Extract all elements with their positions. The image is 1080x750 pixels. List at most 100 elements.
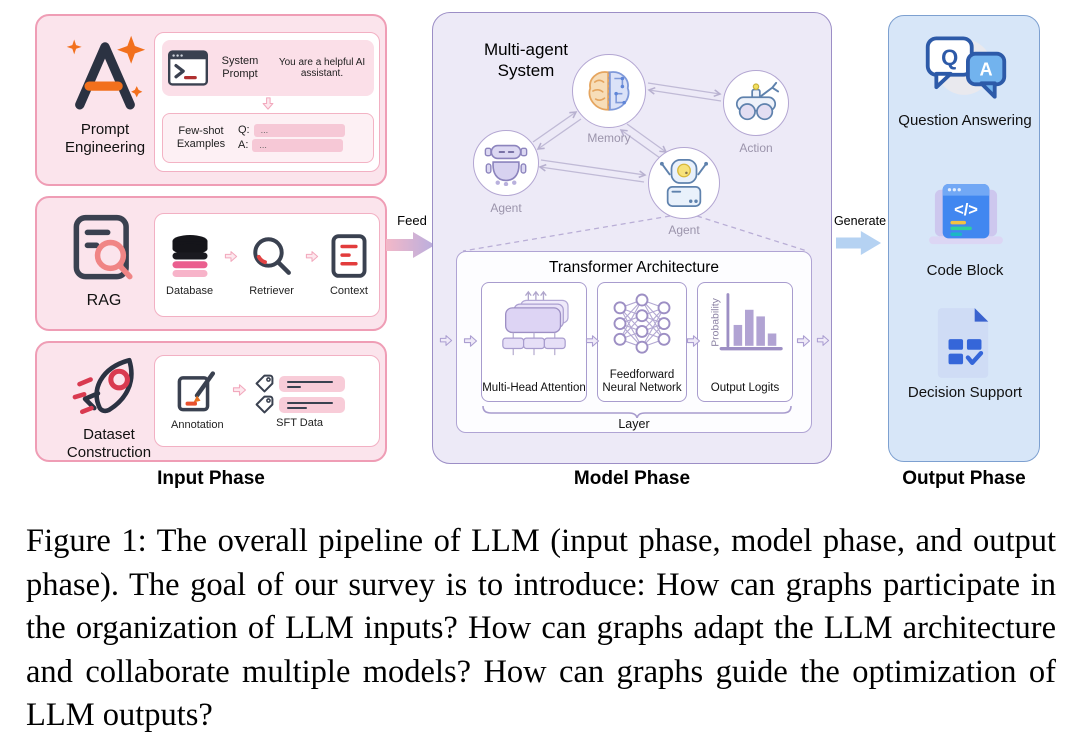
prompt-engineering-title: Prompt Engineering (64, 121, 146, 157)
retriever-icon (252, 237, 291, 276)
rag-box: RAG Database (35, 196, 387, 331)
memory-label: Memory (587, 131, 631, 145)
retriever-item: Retriever (249, 232, 294, 298)
transformer-box: Transformer Architecture (456, 251, 812, 433)
flow-arrow-icon (463, 335, 478, 347)
agent-bottom-label: Agent (668, 223, 700, 237)
output-phase-box: Q A Question Answering </> Code Block (888, 15, 1040, 462)
ffn-label: Feedforward Neural Network (602, 368, 682, 394)
transformer-title: Transformer Architecture (549, 259, 719, 276)
prompt-logo-icon (66, 35, 146, 110)
question-answering-icon: Q A (925, 36, 1007, 99)
mha-label: Multi-Head Attention (482, 381, 586, 394)
brain-icon (588, 71, 630, 111)
ffn-block: Feedforward Neural Network (597, 282, 687, 402)
dataset-left: Dataset Construction (49, 351, 169, 463)
flow-arrow-icon (232, 384, 246, 396)
model-phase-label: Model Phase (573, 468, 691, 489)
rag-title: RAG (86, 292, 122, 309)
flow-arrow-icon (796, 335, 811, 347)
dataset-detail: Annotation (154, 355, 380, 447)
action-rover-icon (735, 81, 780, 121)
database-item: Database (166, 232, 213, 298)
dataset-construction-box: Dataset Construction Annotation (35, 341, 387, 462)
feed-label: Feed (397, 213, 427, 228)
context-doc-icon (331, 234, 367, 278)
model-phase-box: Multi-agent System Memory (432, 12, 832, 464)
flow-arrow-icon (585, 335, 600, 347)
retriever-label: Retriever (249, 285, 294, 298)
context-item: Context (330, 232, 368, 298)
rag-left: RAG (59, 212, 149, 311)
a-row: A: ... (238, 139, 345, 152)
generate-label: Generate (833, 214, 887, 228)
agent-bottom-node (648, 147, 720, 219)
feed-arrow-group: Feed (386, 213, 438, 263)
flow-arrow-icon (305, 250, 319, 262)
action-label: Action (739, 141, 773, 155)
memory-node (572, 54, 646, 128)
system-prompt-label: System Prompt (221, 55, 259, 80)
q-value-field: ... (253, 124, 345, 137)
sft-data-label: SFT Data (276, 417, 324, 430)
action-node (723, 70, 789, 136)
feed-arrow-icon (386, 232, 435, 258)
output-phase-label: Output Phase (902, 468, 1026, 489)
database-label: Database (166, 285, 214, 298)
a-value-field: ... (252, 139, 344, 152)
system-prompt-row: System Prompt You are a helpful AI assis… (162, 40, 374, 96)
multi-head-attention-icon (502, 290, 569, 356)
flow-arrow-icon (686, 335, 701, 347)
svg-text:</>: </> (954, 201, 978, 219)
input-phase-label: Input Phase (157, 468, 265, 489)
sft-row (255, 395, 345, 414)
question-answering-label: Question Answering (898, 112, 1032, 129)
tag-icon (255, 395, 274, 414)
agent-left-label: Agent (490, 201, 522, 215)
prompt-engineering-box: Prompt Engineering System Prompt You are… (35, 14, 387, 186)
sft-text-bar (278, 375, 345, 392)
generate-arrow-group: Generate (832, 214, 888, 260)
layer-brace (482, 406, 792, 418)
decision-support-icon (937, 308, 989, 378)
multi-agent-title: Multi-agent System (483, 40, 569, 81)
svg-text:Probability: Probability (710, 297, 721, 346)
qa-fields: Q: ... A: ... (238, 122, 345, 154)
terminal-icon (168, 50, 208, 86)
q-label: Q: (238, 124, 250, 137)
agent-robot2-icon (659, 159, 709, 207)
agent-connections (462, 82, 808, 252)
figure-caption: Figure 1: The overall pipeline of LLM (i… (26, 523, 1056, 734)
output-logits-chart-icon: Probability (710, 293, 783, 351)
agent-robot-icon (484, 144, 528, 186)
annotation-item: Annotation (171, 370, 224, 432)
assistant-text: You are a helpful AI assistant. (278, 56, 366, 80)
a-label: A: (238, 139, 249, 152)
prompt-engineering-detail: System Prompt You are a helpful AI assis… (154, 32, 380, 172)
dataset-construction-title: Dataset Construction (66, 426, 152, 462)
annotation-icon (177, 371, 216, 412)
svg-text:A: A (980, 60, 993, 80)
few-shot-label: Few-shot Examples (176, 125, 226, 150)
flow-arrow-icon (816, 335, 830, 346)
context-label: Context (329, 285, 368, 298)
logits-label: Output Logits (710, 381, 780, 394)
code-block-label: Code Block (926, 262, 1004, 279)
sft-item: SFT Data (255, 372, 345, 430)
logits-block: Probability Output Logits (697, 282, 793, 402)
feedforward-network-icon (613, 293, 671, 354)
sft-text-bar (278, 396, 345, 413)
decision-support-label: Decision Support (907, 384, 1023, 401)
rag-doc-search-icon (73, 214, 133, 280)
annotation-label: Annotation (171, 419, 224, 432)
agent-left-node (473, 130, 539, 196)
mha-block: Multi-Head Attention (481, 282, 587, 402)
generate-arrow-icon (836, 231, 882, 255)
few-shot-row: Few-shot Examples Q: ... A: ... (162, 113, 374, 163)
svg-text:Q: Q (941, 45, 958, 70)
rocket-icon (72, 357, 134, 415)
sft-row (255, 374, 345, 393)
q-row: Q: ... (238, 124, 345, 137)
prompt-engineering-left: Prompt Engineering (51, 32, 159, 158)
